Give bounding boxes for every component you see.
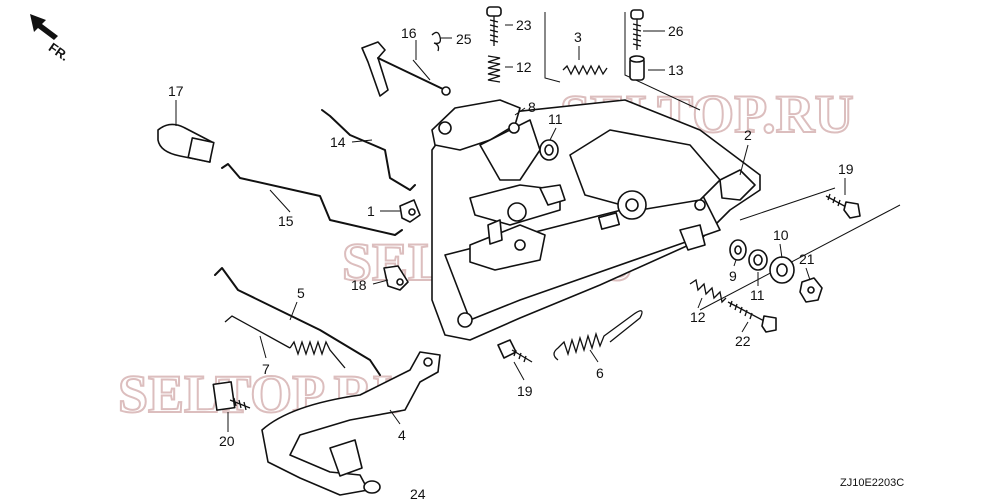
callout-2: 2 (744, 127, 752, 143)
callout-19-bottom: 19 (517, 383, 533, 399)
callout-24: 24 (410, 486, 426, 499)
callout-23: 23 (516, 17, 532, 33)
callout-8: 8 (528, 99, 536, 115)
spring-6 (553, 310, 643, 361)
callout-19-right: 19 (838, 161, 854, 177)
clip-25 (431, 31, 442, 52)
front-direction-arrow-icon: FR. (30, 14, 72, 64)
group-frame-right (699, 187, 901, 311)
clip-1 (399, 199, 421, 223)
leader-lines (175, 24, 846, 432)
callout-12-top: 12 (516, 59, 532, 75)
callout-21: 21 (799, 251, 815, 267)
washer-11-right (748, 249, 768, 271)
lever-16 (361, 41, 451, 97)
choke-knob-17 (157, 123, 215, 163)
callout-10: 10 (773, 227, 789, 243)
bolt-26 (630, 9, 644, 50)
callout-12-right: 12 (690, 309, 706, 325)
bolt-19-bottom (497, 339, 533, 363)
callout-7: 7 (262, 361, 270, 377)
bolt-20 (212, 381, 251, 411)
callout-11-top: 11 (548, 111, 563, 127)
callout-22: 22 (735, 333, 751, 349)
spring-3 (562, 64, 608, 76)
nut-21 (799, 277, 823, 303)
diagram-code: ZJ10E2203C (840, 477, 904, 489)
callout-14: 14 (330, 134, 346, 150)
control-lever-4 (261, 351, 441, 496)
bolt-22 (727, 300, 777, 333)
callout-26: 26 (668, 23, 684, 39)
spring-12-right (689, 278, 727, 304)
governor-arm-assembly (431, 99, 566, 271)
callout-9: 9 (729, 268, 737, 284)
clip-18 (383, 265, 409, 291)
callout-3: 3 (574, 29, 582, 45)
spring-12-top (487, 55, 501, 83)
bolt-23 (486, 6, 502, 46)
callout-18: 18 (351, 277, 367, 293)
rod-15 (221, 163, 403, 236)
callout-11-right: 11 (750, 287, 765, 303)
washer-11-top (539, 139, 559, 161)
callout-17: 17 (168, 83, 184, 99)
collar-13 (629, 55, 645, 81)
bolt-19-right (825, 193, 861, 219)
callout-1: 1 (367, 203, 375, 219)
rod-5 (214, 267, 381, 376)
washer-9 (729, 239, 747, 261)
callout-20: 20 (219, 433, 235, 449)
callout-5: 5 (297, 285, 305, 301)
callout-25: 25 (456, 31, 472, 47)
group-frame-top (544, 12, 701, 111)
rod-14 (321, 109, 416, 191)
pulley-10 (769, 256, 795, 284)
callout-15: 15 (278, 213, 294, 229)
front-direction-label: FR. (46, 40, 72, 64)
callout-6: 6 (596, 365, 604, 381)
callout-13: 13 (668, 62, 684, 78)
spring-rod-7 (224, 315, 346, 369)
callout-16: 16 (401, 25, 417, 41)
callout-4: 4 (398, 427, 406, 443)
